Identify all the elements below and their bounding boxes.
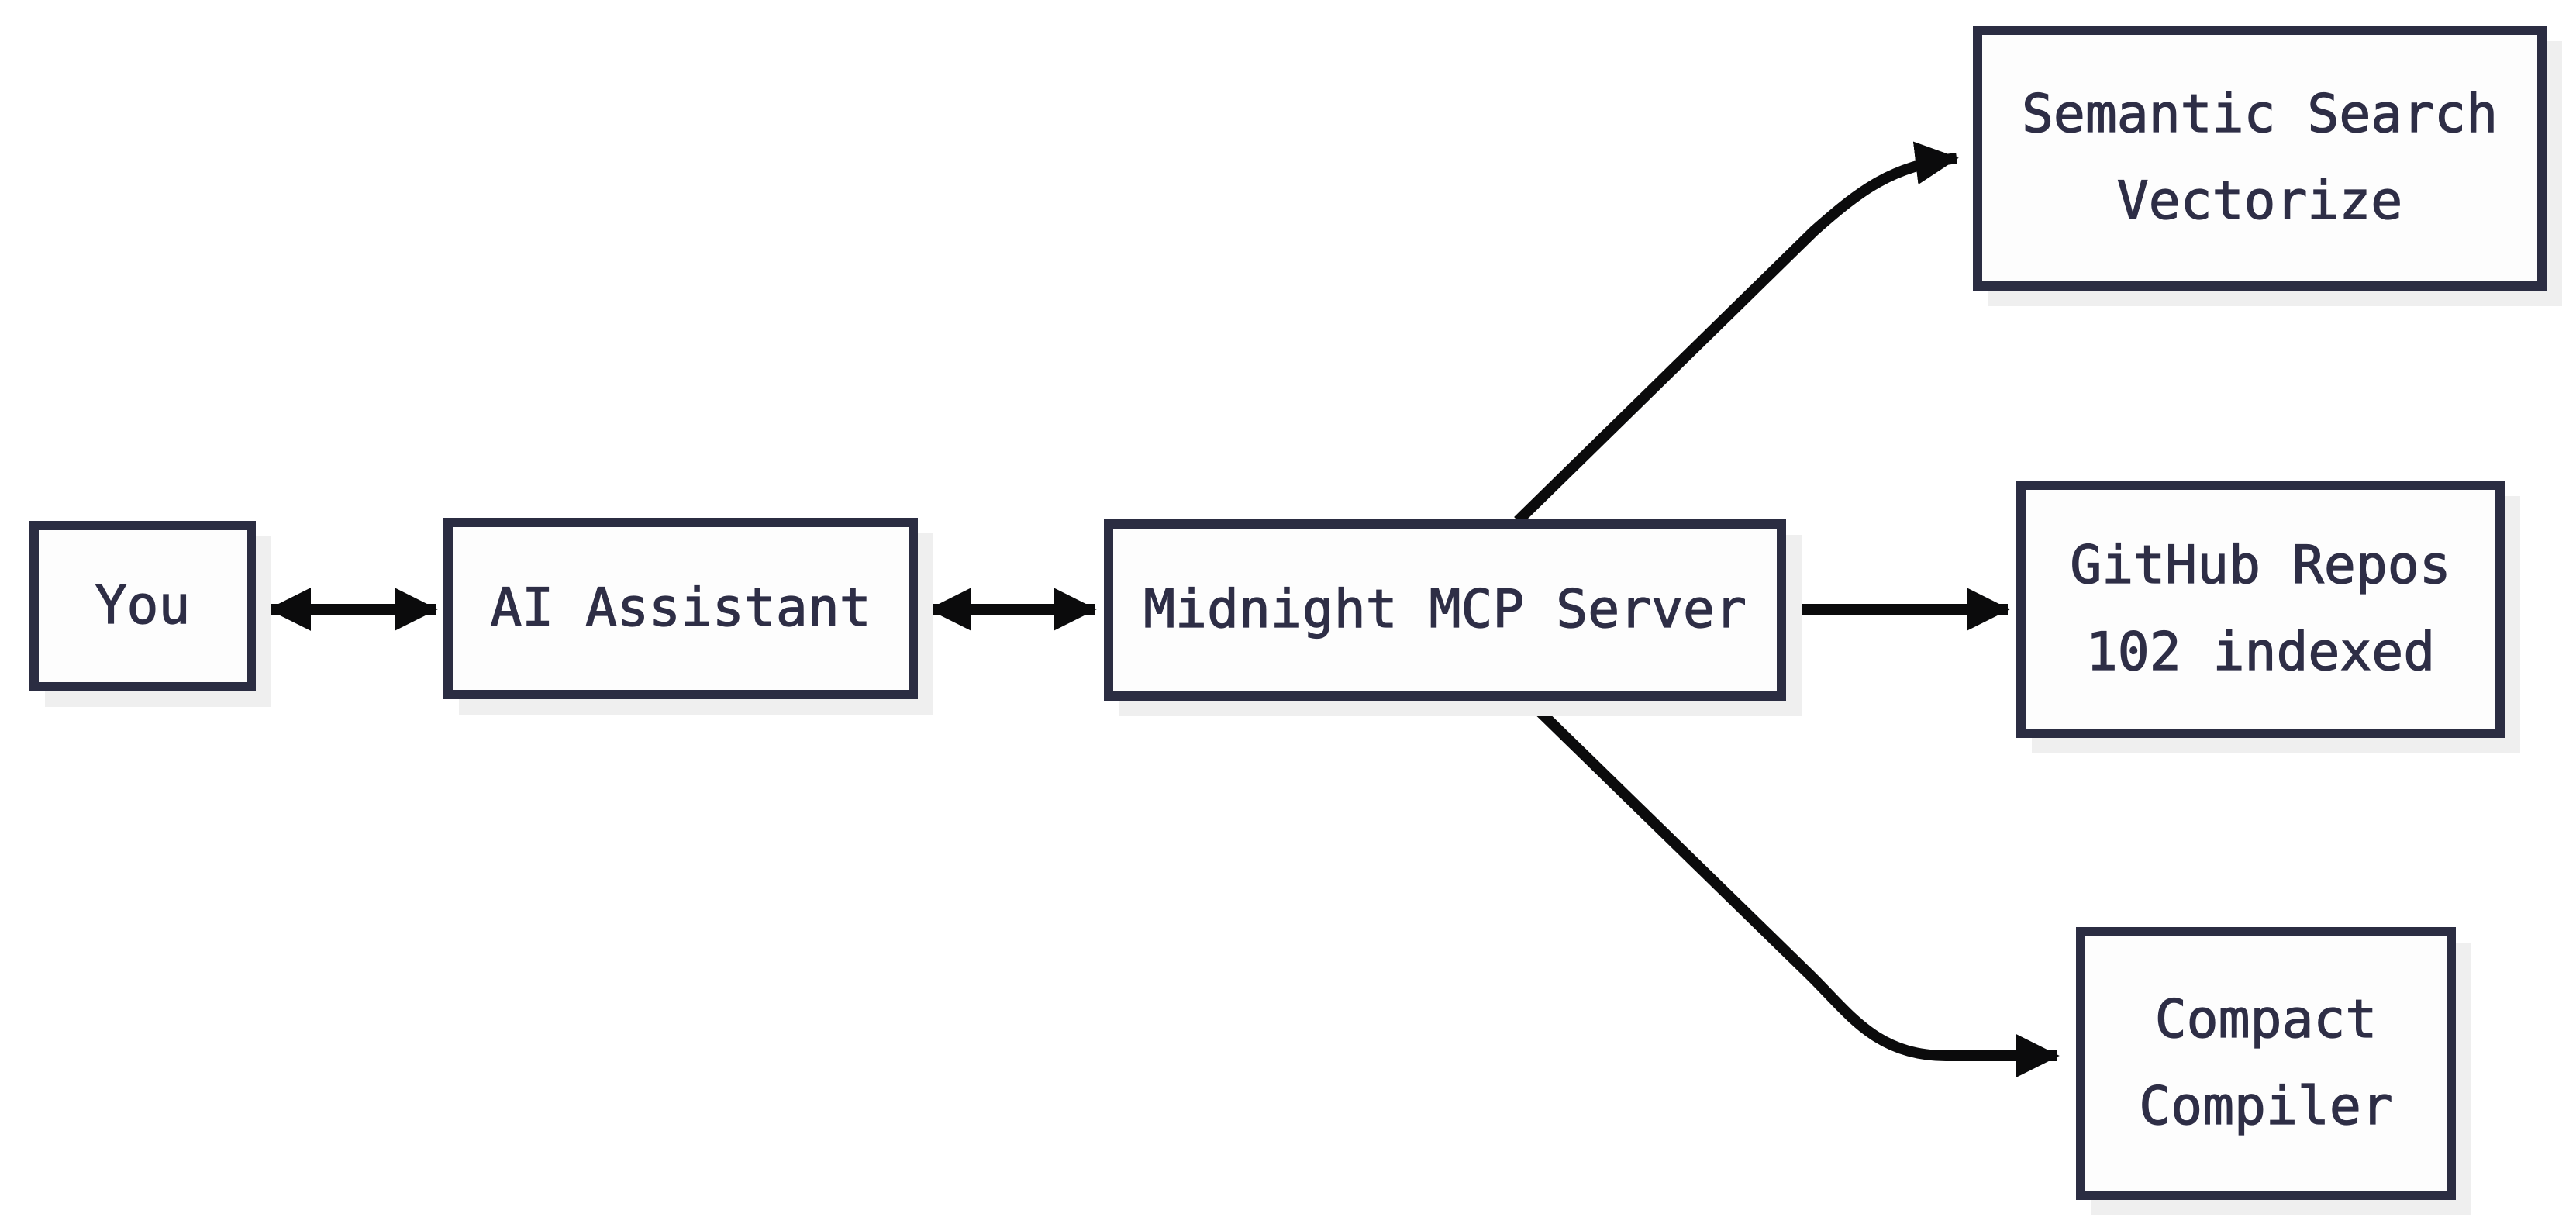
node-semantic-search-label-line2: Vectorize [2116,170,2403,232]
node-compact-compiler: Compact Compiler [2076,927,2456,1200]
node-you-label: You [95,574,191,636]
node-midnight-mcp-server-label: Midnight MCP Server [1143,578,1747,640]
node-github-repos-label-line2: 102 indexed [2085,621,2436,683]
node-you: You [29,521,256,691]
node-compact-compiler-label-line1: Compact [2154,988,2378,1050]
node-semantic-search-vectorize: Semantic Search Vectorize [1973,26,2547,291]
edge-mcp-semantic-arrow [1514,141,1959,526]
node-github-repos-label-line1: GitHub Repos [2070,534,2452,596]
node-github-repos: GitHub Repos 102 indexed [2016,481,2505,738]
node-compact-compiler-label-line2: Compiler [2139,1075,2394,1137]
edge-mcp-compact-arrow [1525,696,2060,1077]
node-midnight-mcp-server: Midnight MCP Server [1104,519,1786,701]
node-ai-assistant-label: AI Assistant [490,577,872,639]
node-semantic-search-label-line1: Semantic Search [2021,83,2498,145]
node-ai-assistant: AI Assistant [443,518,918,699]
